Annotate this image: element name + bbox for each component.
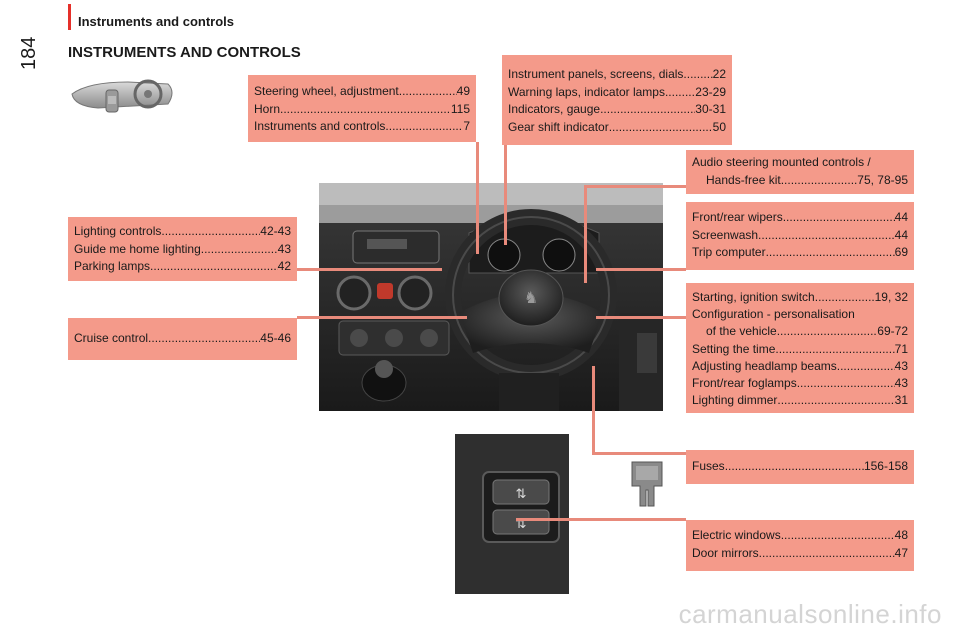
index-entry[interactable]: Audio steering mounted controls / [692, 155, 871, 169]
box-lighting: Lighting controls 42-43 Guide me home li… [68, 217, 297, 281]
header-accent-bar [68, 4, 71, 30]
index-entry[interactable]: Fuses156-158 [692, 458, 908, 476]
index-entry[interactable]: Configuration - personalisation [692, 307, 855, 322]
box-cruise: Cruise control 45-46 [68, 318, 297, 360]
index-entry[interactable]: Horn115 [254, 101, 470, 119]
index-entry[interactable]: Steering wheel, adjustment 49 [254, 83, 470, 101]
index-entry[interactable]: Instruments and controls 7 [254, 118, 470, 136]
index-entry[interactable]: of the vehicle 69-72 [692, 323, 908, 340]
svg-text:♞: ♞ [524, 290, 538, 307]
connector-steering [476, 142, 479, 254]
svg-text:⇅: ⇅ [516, 517, 527, 532]
index-entry[interactable]: Door mirrors47 [692, 545, 908, 563]
connector-windows [516, 518, 686, 521]
index-entry[interactable]: Screenwash44 [692, 227, 908, 245]
box-wipers: Front/rear wipers 44 Screenwash44 Trip c… [686, 202, 914, 270]
connector-cruise [297, 316, 467, 319]
index-entry[interactable]: Hands-free kit 75, 78-95 [692, 172, 908, 190]
index-entry[interactable]: Cruise control 45-46 [74, 330, 291, 348]
index-entry[interactable]: Setting the time71 [692, 341, 908, 358]
connector-fuses-v [592, 366, 595, 454]
connector-starting [596, 316, 686, 319]
connector-audio-v [584, 185, 587, 283]
steering-wheel-illustration [71, 79, 173, 113]
index-entry[interactable]: Trip computer 69 [692, 244, 908, 262]
index-entry[interactable]: Starting, ignition switch 19, 32 [692, 289, 908, 306]
fuse-icon [631, 461, 663, 507]
index-entry[interactable]: Indicators, gauge 30-31 [508, 101, 726, 119]
box-audio: Audio steering mounted controls / Hands-… [686, 150, 914, 194]
connector-wipers [596, 268, 686, 271]
box-fuses: Fuses156-158 [686, 450, 914, 484]
dashboard-photo: ♞ [319, 183, 663, 411]
section-title: INSTRUMENTS AND CONTROLS [68, 44, 301, 61]
index-entry[interactable]: Adjusting headlamp beams 43 [692, 358, 908, 375]
connector-fuses-h [592, 452, 686, 455]
connector-audio-h [584, 185, 686, 188]
svg-text:⇅: ⇅ [516, 487, 527, 502]
box-steering: Steering wheel, adjustment 49 Horn115 In… [248, 75, 476, 142]
page-number: 184 [18, 36, 40, 70]
index-entry[interactable]: Gear shift indicator 50 [508, 119, 726, 137]
window-switches-photo: ⇅ ⇅ [455, 434, 569, 594]
index-entry[interactable]: Lighting dimmer 31 [692, 392, 908, 409]
index-entry[interactable]: Warning laps, indicator lamps 23-29 [508, 84, 726, 102]
index-entry[interactable]: Lighting controls 42-43 [74, 223, 291, 241]
index-entry[interactable]: Front/rear foglamps 43 [692, 375, 908, 392]
connector-instruments [504, 145, 507, 245]
index-entry[interactable]: Electric windows 48 [692, 527, 908, 545]
index-entry[interactable]: Parking lamps42 [74, 258, 291, 276]
box-starting: Starting, ignition switch 19, 32 Configu… [686, 283, 914, 413]
index-entry[interactable]: Guide me home lighting43 [74, 241, 291, 259]
footer-watermark: carmanualsonline.info [678, 599, 942, 629]
header-title: Instruments and controls [78, 14, 235, 29]
index-entry[interactable]: Instrument panels, screens, dials 22 [508, 66, 726, 84]
box-instrument-panels: Instrument panels, screens, dials 22 War… [502, 55, 732, 145]
connector-lighting [297, 268, 442, 271]
box-windows: Electric windows 48 Door mirrors47 [686, 520, 914, 571]
index-entry[interactable]: Front/rear wipers 44 [692, 209, 908, 227]
